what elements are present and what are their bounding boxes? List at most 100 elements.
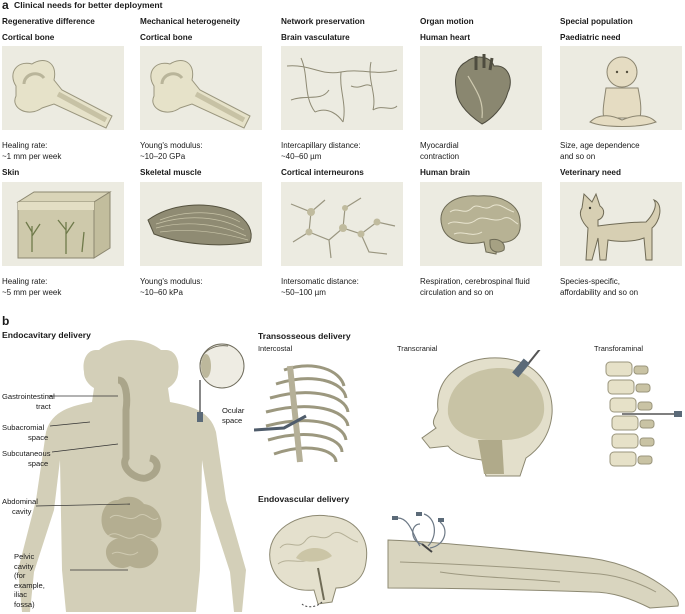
subtitle-veterinary: Veterinary need bbox=[560, 168, 621, 177]
brain-sagittal-figure bbox=[269, 514, 368, 608]
caption-healing-skin: Healing rate: ~5 mm per week bbox=[2, 277, 61, 298]
vasculature-icon bbox=[286, 57, 398, 123]
heart-icon bbox=[455, 54, 511, 125]
label-ocular: Ocular space bbox=[222, 406, 244, 425]
label-line: example, bbox=[14, 580, 45, 590]
caption-line: Respiration, cerebrospinal fluid bbox=[420, 277, 530, 286]
caption-respiration: Respiration, cerebrospinal fluid circula… bbox=[420, 277, 530, 298]
caption-paediatric: Size, age dependence and so on bbox=[560, 141, 640, 162]
subtitle-human-brain: Human brain bbox=[420, 168, 471, 177]
label-abdominal: Abdominal cavity bbox=[2, 497, 38, 516]
label-transforaminal: Transforaminal bbox=[594, 344, 644, 353]
caption-youngs-bone: Young's modulus: ~10–20 GPa bbox=[140, 141, 203, 162]
label-line: space bbox=[28, 432, 49, 442]
label-line: Gastrointestinal bbox=[2, 392, 55, 401]
endovascular-title: Endovascular delivery bbox=[258, 494, 350, 504]
muscle-icon bbox=[147, 204, 252, 246]
caption-myocardial: Myocardial contraction bbox=[420, 141, 459, 162]
caption-line: ~1 mm per week bbox=[2, 151, 62, 161]
spine-figure bbox=[605, 361, 682, 467]
tile-dog bbox=[560, 182, 682, 266]
label-line: space bbox=[222, 415, 243, 425]
label-gi-tract: Gastrointestinal tract bbox=[2, 392, 55, 411]
label-intercostal: Intercostal bbox=[258, 344, 293, 353]
caption-line: affordability and so on bbox=[560, 287, 639, 297]
tile-heart bbox=[420, 46, 542, 130]
caption-line: Myocardial bbox=[420, 141, 459, 150]
label-line: cavity bbox=[12, 506, 32, 516]
dog-icon bbox=[579, 192, 661, 261]
tile-bone-1 bbox=[2, 46, 124, 130]
human-body-figure bbox=[18, 340, 246, 612]
baby-icon bbox=[589, 56, 657, 127]
tile-neurons bbox=[281, 182, 403, 266]
caption-line: circulation and so on bbox=[420, 287, 494, 297]
col-header-regenerative: Regenerative difference bbox=[2, 17, 95, 26]
subtitle-cortical-interneurons: Cortical interneurons bbox=[281, 168, 364, 177]
label-line: Ocular bbox=[222, 406, 245, 415]
col-header-mechanical: Mechanical heterogeneity bbox=[140, 17, 241, 26]
leg-figure bbox=[387, 512, 679, 609]
neurons-icon bbox=[290, 197, 396, 259]
subtitle-skin: Skin bbox=[2, 168, 20, 177]
label-line: Subcutaneous bbox=[2, 449, 51, 458]
label-transcranial: Transcranial bbox=[397, 344, 438, 353]
label-subacromial: Subacromial space bbox=[2, 423, 48, 442]
caption-species: Species-specific, affordability and so o… bbox=[560, 277, 638, 298]
caption-line: Healing rate: bbox=[2, 277, 48, 286]
label-line: tract bbox=[36, 401, 51, 411]
label-line: space bbox=[28, 458, 49, 468]
transosseous-title: Transosseous delivery bbox=[258, 331, 351, 341]
caption-line: and so on bbox=[560, 151, 596, 161]
label-line: Pelvic bbox=[14, 552, 35, 561]
label-line: cavity bbox=[14, 561, 34, 571]
ribcage-figure bbox=[254, 364, 350, 463]
tile-vasculature bbox=[281, 46, 403, 130]
tile-skin bbox=[2, 182, 124, 266]
tile-brain bbox=[420, 182, 542, 266]
caption-line: ~10–20 GPa bbox=[140, 151, 186, 161]
caption-line: Species-specific, bbox=[560, 277, 621, 286]
caption-intersomatic: Intersomatic distance: ~50–100 µm bbox=[281, 277, 359, 298]
tile-muscle bbox=[140, 182, 262, 266]
subtitle-brain-vasculature: Brain vasculature bbox=[281, 33, 350, 42]
skin-block-icon bbox=[16, 191, 112, 259]
caption-intercapillary: Intercapillary distance: ~40–60 µm bbox=[281, 141, 361, 162]
caption-healing-bone: Healing rate: ~1 mm per week bbox=[2, 141, 61, 162]
brain-icon bbox=[440, 195, 521, 255]
label-line: Abdominal bbox=[2, 497, 38, 506]
caption-line: ~40–60 µm bbox=[281, 151, 322, 161]
caption-line: contraction bbox=[420, 151, 460, 161]
caption-line: Size, age dependence bbox=[560, 141, 640, 150]
col-header-network: Network preservation bbox=[281, 17, 365, 26]
subtitle-cortical-bone-1: Cortical bone bbox=[2, 33, 55, 42]
label-line: (for bbox=[14, 571, 26, 580]
label-pelvic: Pelvic cavity (for example, iliac fossa) bbox=[14, 552, 45, 609]
caption-line: Healing rate: bbox=[2, 141, 48, 150]
bone-icon bbox=[12, 60, 113, 129]
panel-a-letter: a bbox=[2, 0, 9, 12]
col-header-special: Special population bbox=[560, 17, 633, 26]
subtitle-paediatric: Paediatric need bbox=[560, 33, 621, 42]
bone-icon bbox=[150, 60, 251, 129]
caption-line: ~50–100 µm bbox=[281, 287, 326, 297]
subtitle-cortical-bone-2: Cortical bone bbox=[140, 33, 193, 42]
panel-b-letter: b bbox=[2, 314, 10, 328]
subtitle-skeletal-muscle: Skeletal muscle bbox=[140, 168, 202, 177]
label-subcutaneous: Subcutaneous space bbox=[2, 449, 51, 468]
label-line: iliac bbox=[14, 590, 28, 599]
subtitle-human-heart: Human heart bbox=[420, 33, 471, 42]
skull-figure bbox=[421, 350, 553, 477]
tile-baby bbox=[560, 46, 682, 130]
caption-line: ~5 mm per week bbox=[2, 287, 62, 297]
endocavitary-title: Endocavitary delivery bbox=[2, 330, 91, 340]
label-line: Subacromial bbox=[2, 423, 45, 432]
caption-youngs-muscle: Young's modulus: ~10–60 kPa bbox=[140, 277, 203, 298]
caption-line: Intersomatic distance: bbox=[281, 277, 359, 286]
caption-line: Intercapillary distance: bbox=[281, 141, 361, 150]
tile-bone-2 bbox=[140, 46, 262, 130]
caption-line: Young's modulus: bbox=[140, 141, 203, 150]
label-line: fossa) bbox=[14, 599, 35, 609]
panel-a-title: Clinical needs for better deployment bbox=[14, 0, 163, 10]
col-header-organ-motion: Organ motion bbox=[420, 17, 474, 26]
